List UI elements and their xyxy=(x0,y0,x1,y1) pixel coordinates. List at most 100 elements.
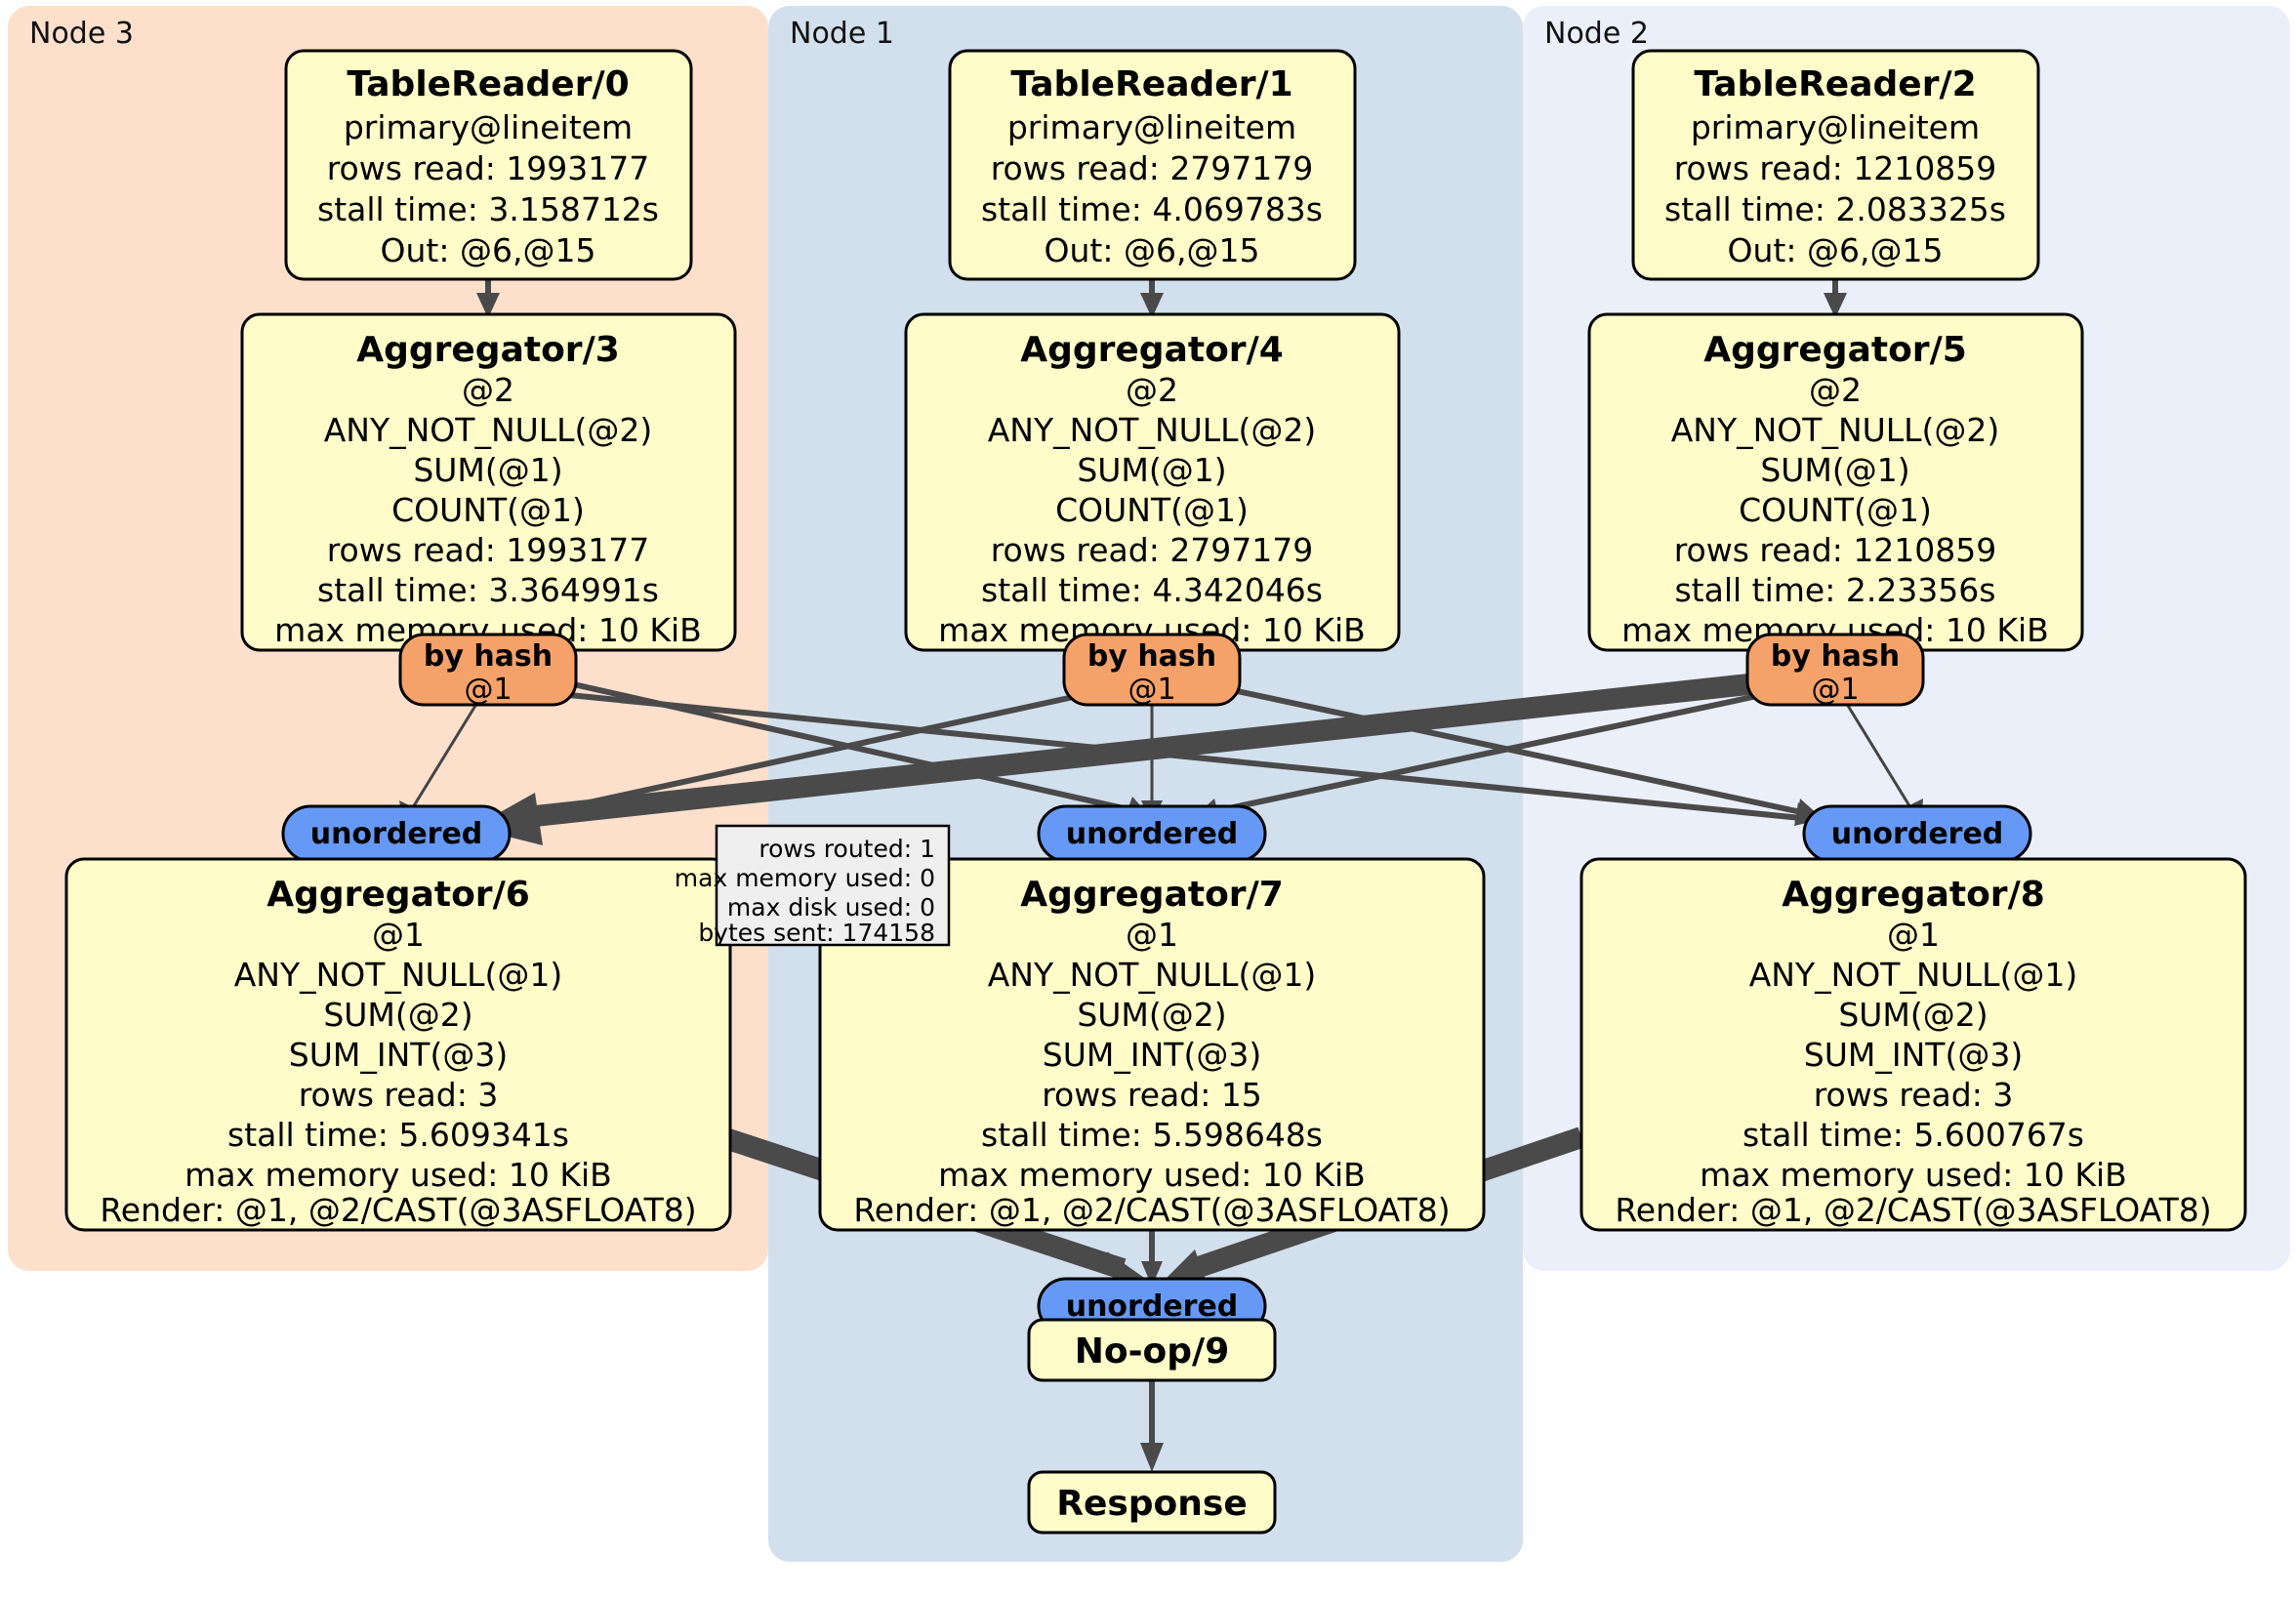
synchronizer-unordered-node2[interactable]: unordered xyxy=(1802,804,2032,863)
synchronizer-label: unordered xyxy=(1066,1290,1239,1324)
operator-detail-line: Out: @6,@15 xyxy=(1728,231,1944,269)
operator-detail-line: COUNT(@1) xyxy=(391,491,585,529)
operator-detail-line: COUNT(@1) xyxy=(1739,491,1932,529)
operator-detail-line: SUM_INT(@3) xyxy=(1043,1036,1261,1074)
operator-detail-line: SUM(@1) xyxy=(413,451,562,489)
router-column: @1 xyxy=(1128,673,1175,707)
operator-title: No-op/9 xyxy=(1075,1331,1230,1372)
operator-render-line: Render: @1, @2/CAST(@3ASFLOAT8) xyxy=(1615,1191,2211,1229)
operator-detail-line: Out: @6,@15 xyxy=(1045,231,1260,269)
operator-detail-line: @2 xyxy=(462,371,514,409)
operator-aggregator-7[interactable]: Aggregator/7 @1 ANY_NOT_NULL(@1) SUM(@2)… xyxy=(818,857,1486,1232)
operator-detail-line: rows read: 15 xyxy=(1042,1076,1262,1114)
operator-tablereader-2[interactable]: TableReader/2 primary@lineitem rows read… xyxy=(1631,49,2040,281)
node-panel-label-node1: Node 1 xyxy=(790,17,894,51)
router-label: by hash xyxy=(424,639,553,674)
node-panel-label-node3: Node 3 xyxy=(29,17,134,51)
router-by-hash-node3[interactable]: by hash @1 xyxy=(398,633,578,707)
edge-tablereader1-to-aggregator4 xyxy=(1140,278,1164,318)
operator-title: Aggregator/4 xyxy=(1020,330,1284,370)
edge-tablereader0-to-aggregator3 xyxy=(476,278,500,318)
router-column: @1 xyxy=(464,673,512,707)
operator-response[interactable]: Response xyxy=(1027,1470,1277,1535)
operator-title: Aggregator/6 xyxy=(266,875,530,915)
operator-detail-line: SUM(@2) xyxy=(1838,996,1988,1034)
operator-detail-line: ANY_NOT_NULL(@2) xyxy=(1671,411,2000,449)
operator-detail-line: stall time: 4.342046s xyxy=(981,571,1323,609)
operator-title: TableReader/2 xyxy=(1694,64,1976,104)
tooltip-background xyxy=(715,824,951,947)
synchronizer-label: unordered xyxy=(1831,817,2004,851)
tooltip-line: max memory used: 0 xyxy=(675,864,935,892)
synchronizer-unordered-node3[interactable]: unordered xyxy=(281,804,512,863)
operator-render-line: Render: @1, @2/CAST(@3ASFLOAT8) xyxy=(100,1191,696,1229)
operator-detail-line: max memory used: 10 KiB xyxy=(184,1156,612,1194)
operator-tablereader-0[interactable]: TableReader/0 primary@lineitem rows read… xyxy=(284,49,693,281)
operator-aggregator-4[interactable]: Aggregator/4 @2 ANY_NOT_NULL(@2) SUM(@1)… xyxy=(904,312,1401,652)
operator-detail-line: ANY_NOT_NULL(@2) xyxy=(988,411,1317,449)
router-by-hash-node1[interactable]: by hash @1 xyxy=(1062,633,1242,707)
operator-detail-line: ANY_NOT_NULL(@1) xyxy=(234,956,563,994)
operator-detail-line: ANY_NOT_NULL(@1) xyxy=(1749,956,2078,994)
operator-title: TableReader/1 xyxy=(1010,64,1292,104)
operator-aggregator-5[interactable]: Aggregator/5 @2 ANY_NOT_NULL(@2) SUM(@1)… xyxy=(1587,312,2084,652)
operator-detail-line: max memory used: 10 KiB xyxy=(1700,1156,2127,1194)
synchronizer-label: unordered xyxy=(310,817,483,851)
operator-title: TableReader/0 xyxy=(347,64,629,104)
operator-detail-line: SUM_INT(@3) xyxy=(289,1036,508,1074)
operator-no-op-9[interactable]: No-op/9 xyxy=(1027,1318,1277,1382)
operator-detail-line: stall time: 5.600767s xyxy=(1742,1116,2084,1154)
node-panel-label-node2: Node 2 xyxy=(1544,17,1649,51)
operator-title: Aggregator/3 xyxy=(356,330,620,370)
operator-detail-line: ANY_NOT_NULL(@2) xyxy=(324,411,653,449)
operator-tablereader-1[interactable]: TableReader/1 primary@lineitem rows read… xyxy=(948,49,1357,281)
operator-box-background xyxy=(1027,1470,1277,1535)
operator-title: Aggregator/5 xyxy=(1703,330,1967,370)
operator-detail-line: rows read: 1993177 xyxy=(327,149,650,187)
operator-detail-line: stall time: 2.083325s xyxy=(1664,190,2006,228)
operator-detail-line: primary@lineitem xyxy=(344,108,633,146)
operator-detail-line: stall time: 3.158712s xyxy=(317,190,659,228)
tooltip-line: max disk used: 0 xyxy=(727,893,935,921)
operator-box-background xyxy=(818,857,1486,1232)
operator-detail-line: SUM(@1) xyxy=(1760,451,1909,489)
operator-detail-line: max memory used: 10 KiB xyxy=(938,1156,1366,1194)
operator-box-background xyxy=(284,49,693,281)
operator-detail-line: rows read: 2797179 xyxy=(991,149,1314,187)
operator-detail-line: Out: @6,@15 xyxy=(381,231,596,269)
synchronizer-unordered-node1[interactable]: unordered xyxy=(1037,804,1267,863)
operator-detail-line: stall time: 5.598648s xyxy=(981,1116,1323,1154)
operator-detail-line: rows read: 1993177 xyxy=(327,531,650,569)
operator-box-background xyxy=(1579,857,2247,1232)
router-label: by hash xyxy=(1771,639,1900,674)
edge-tablereader2-to-aggregator5 xyxy=(1824,278,1847,318)
router-by-hash-node2[interactable]: by hash @1 xyxy=(1745,633,1925,707)
operator-detail-line: SUM(@2) xyxy=(323,996,472,1034)
operator-aggregator-6[interactable]: Aggregator/6 @1 ANY_NOT_NULL(@1) SUM(@2)… xyxy=(64,857,732,1232)
operator-detail-line: @2 xyxy=(1809,371,1862,409)
operator-box-background xyxy=(64,857,732,1232)
operator-render-line: Render: @1, @2/CAST(@3ASFLOAT8) xyxy=(853,1191,1450,1229)
operator-detail-line: rows read: 1210859 xyxy=(1674,531,1997,569)
operator-title: Aggregator/7 xyxy=(1020,875,1284,915)
operator-detail-line: SUM_INT(@3) xyxy=(1804,1036,2023,1074)
router-pill-background xyxy=(398,633,578,707)
router-pill-background xyxy=(1062,633,1242,707)
operator-box-background xyxy=(1631,49,2040,281)
operator-aggregator-3[interactable]: Aggregator/3 @2 ANY_NOT_NULL(@2) SUM(@1)… xyxy=(240,312,737,652)
operator-detail-line: rows read: 1210859 xyxy=(1674,149,1997,187)
operator-detail-line: rows read: 2797179 xyxy=(991,531,1314,569)
synchronizer-label: unordered xyxy=(1066,817,1239,851)
operator-detail-line: COUNT(@1) xyxy=(1055,491,1249,529)
operator-aggregator-8[interactable]: Aggregator/8 @1 ANY_NOT_NULL(@1) SUM(@2)… xyxy=(1579,857,2247,1232)
operator-detail-line: rows read: 3 xyxy=(1814,1076,2014,1114)
operator-detail-line: stall time: 2.23356s xyxy=(1674,571,1995,609)
operator-detail-line: primary@lineitem xyxy=(1691,108,1980,146)
operator-detail-line: SUM(@2) xyxy=(1077,996,1226,1034)
operator-detail-line: ANY_NOT_NULL(@1) xyxy=(988,956,1317,994)
operator-detail-line: rows read: 3 xyxy=(299,1076,499,1114)
edge-stats-tooltip: rows routed: 1 max memory used: 0 max di… xyxy=(675,824,951,947)
router-column: @1 xyxy=(1811,673,1859,707)
